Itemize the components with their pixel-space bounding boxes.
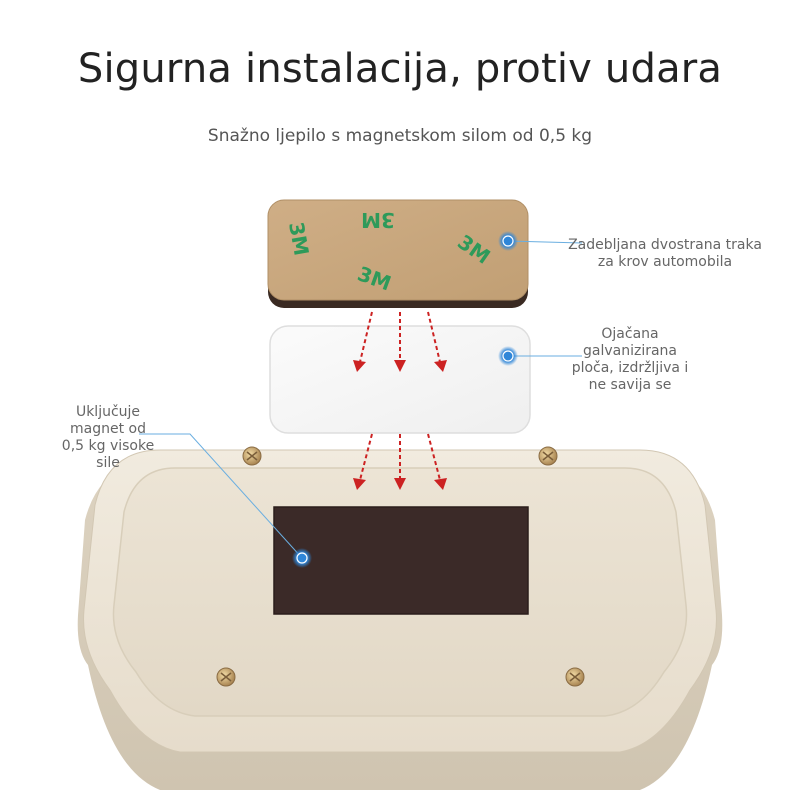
page-subtitle: Snažno ljepilo s magnetskom silom od 0,5… bbox=[207, 126, 593, 146]
screw-icon bbox=[538, 446, 558, 466]
callout-tape-text: Zadebljana dvostrana traka za krov autom… bbox=[568, 237, 762, 270]
screw-icon bbox=[565, 667, 585, 687]
callout-line bbox=[139, 240, 583, 559]
arrow-head-icon bbox=[353, 478, 447, 490]
magnet-block bbox=[274, 507, 528, 614]
callout-dot-icon bbox=[502, 235, 514, 247]
svg-text:3M: 3M bbox=[284, 220, 314, 257]
screw-icon bbox=[216, 667, 236, 687]
mount-base bbox=[77, 446, 723, 790]
page-title: Sigurna instalacija, protiv udara bbox=[77, 46, 723, 92]
arrow-down-icon bbox=[359, 311, 441, 363]
callout-plate-text: Ojačana galvanizirana ploča, izdržljiva … bbox=[571, 326, 689, 393]
arrow-head-icon bbox=[353, 360, 447, 372]
svg-text:3M: 3M bbox=[361, 208, 395, 232]
callout-magnet-text: Uključuje magnet od 0,5 kg visoke sile bbox=[61, 404, 155, 471]
callout-dot-icon bbox=[296, 552, 308, 564]
adhesive-tape-layer bbox=[267, 199, 529, 308]
callout-dot-icon bbox=[502, 350, 514, 362]
screw-icon bbox=[242, 446, 262, 466]
arrow-down-icon bbox=[359, 433, 441, 481]
